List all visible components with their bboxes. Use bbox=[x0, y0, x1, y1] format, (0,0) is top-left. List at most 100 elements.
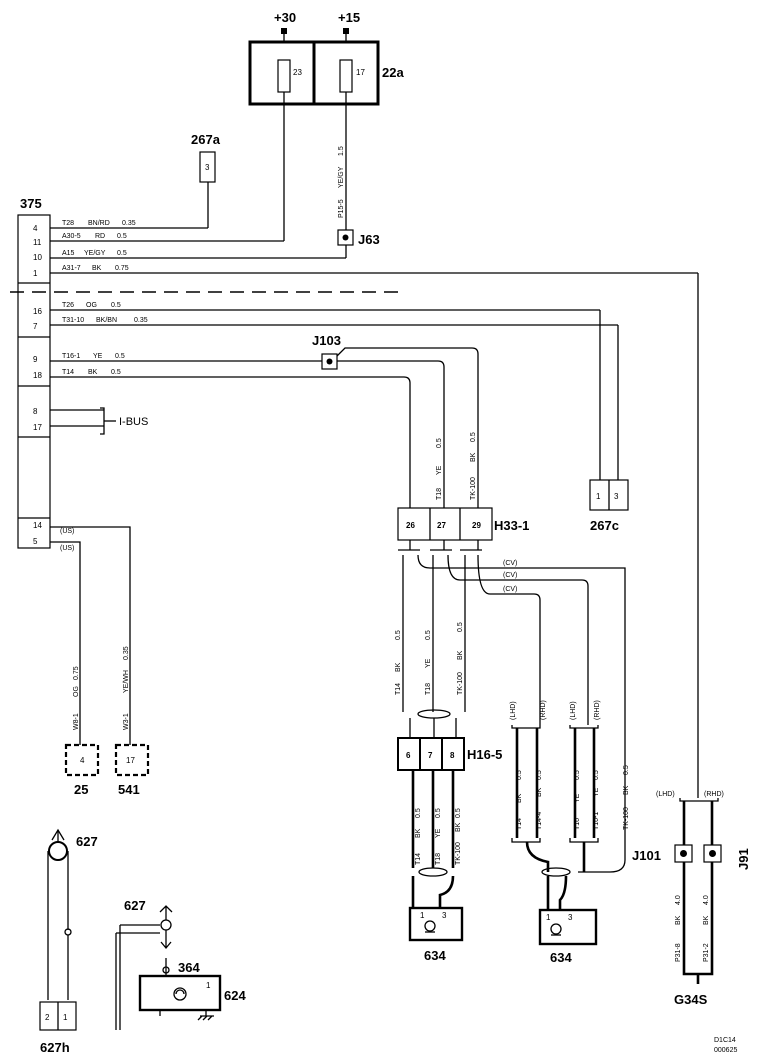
rhd-label-1: (RHD) bbox=[540, 700, 547, 720]
lhd-label-3: (LHD) bbox=[656, 791, 675, 798]
svg-text:0.5: 0.5 bbox=[455, 808, 462, 818]
wire-labels-25-541: W8-1 OG 0.75 W3-1 YE/WH 0.35 bbox=[73, 646, 130, 730]
component-25-pin: 4 bbox=[80, 756, 85, 765]
svg-text:0.5: 0.5 bbox=[111, 302, 121, 309]
svg-text:T31-10: T31-10 bbox=[62, 317, 84, 324]
svg-text:7: 7 bbox=[428, 751, 433, 760]
svg-text:YE: YE bbox=[574, 793, 581, 803]
svg-text:4.0: 4.0 bbox=[703, 895, 710, 905]
svg-text:BN/RD: BN/RD bbox=[88, 220, 110, 227]
svg-text:BK: BK bbox=[457, 650, 464, 660]
svg-text:0.5: 0.5 bbox=[436, 438, 443, 448]
svg-text:0.5: 0.5 bbox=[457, 622, 464, 632]
twisted-pair-marker-2 bbox=[418, 867, 448, 877]
svg-text:T16-1: T16-1 bbox=[593, 812, 600, 830]
cv-label-2: (CV) bbox=[503, 572, 517, 579]
svg-text:0.5: 0.5 bbox=[395, 630, 402, 640]
ecu-pins: 4 11 10 1 16 7 9 18 8 17 14 5 bbox=[33, 224, 42, 546]
svg-text:T14: T14 bbox=[395, 683, 402, 695]
svg-text:1: 1 bbox=[63, 1013, 68, 1022]
footer-code-1: D1C14 bbox=[714, 1037, 736, 1044]
svg-text:BK: BK bbox=[703, 915, 710, 925]
svg-text:BK: BK bbox=[455, 822, 462, 832]
svg-text:BK: BK bbox=[415, 828, 422, 838]
svg-text:3: 3 bbox=[614, 492, 619, 501]
svg-text:27: 27 bbox=[437, 521, 446, 530]
svg-text:5: 5 bbox=[33, 537, 38, 546]
wire-labels-top: T28 BN/RD 0.35 A30-5 RD 0.5 A15 YE/GY 0.… bbox=[62, 220, 136, 272]
svg-text:BK: BK bbox=[536, 787, 543, 797]
antenna-627b-label: 627 bbox=[124, 898, 146, 913]
svg-text:0.5: 0.5 bbox=[516, 770, 523, 780]
svg-text:0.5: 0.5 bbox=[117, 250, 127, 257]
svg-text:0.35: 0.35 bbox=[122, 220, 136, 227]
svg-text:8: 8 bbox=[33, 407, 38, 416]
svg-text:TK-100: TK-100 bbox=[623, 807, 630, 830]
splice-j103-label: J103 bbox=[312, 333, 341, 348]
wire-labels-h33-down: T14 BK 0.5 T18 YE 0.5 TK-100 BK 0.5 bbox=[395, 622, 464, 695]
svg-text:0.5: 0.5 bbox=[470, 432, 477, 442]
svg-text:YE/WH: YE/WH bbox=[123, 670, 130, 693]
fuse-23 bbox=[277, 59, 291, 93]
wire-labels-ground: P31-8 BK 4.0 P31-2 BK 4.0 bbox=[675, 895, 710, 962]
svg-text:T14: T14 bbox=[62, 369, 74, 376]
svg-text:17: 17 bbox=[33, 423, 42, 432]
svg-text:T14-4: T14-4 bbox=[536, 812, 543, 830]
svg-text:BK: BK bbox=[395, 662, 402, 672]
connector-h16-5: 6 7 8 bbox=[397, 737, 465, 771]
wire-labels-h33: T18 YE 0.5 TK-100 BK 0.5 bbox=[436, 432, 477, 500]
connector-h33-1-label: H33-1 bbox=[494, 518, 529, 533]
wire-p15-5-id: P15-5 bbox=[338, 199, 345, 218]
lhd-label-2: (LHD) bbox=[570, 701, 577, 720]
component-541 bbox=[114, 743, 150, 777]
twisted-pair-marker-3 bbox=[541, 867, 571, 877]
svg-text:BK: BK bbox=[88, 369, 98, 376]
svg-text:TK-100: TK-100 bbox=[470, 477, 477, 500]
svg-text:0.75: 0.75 bbox=[115, 265, 129, 272]
fuse-box-label: 22a bbox=[382, 65, 404, 80]
power-15-label: +15 bbox=[338, 10, 360, 25]
svg-text:1: 1 bbox=[596, 492, 601, 501]
svg-text:YE/GY: YE/GY bbox=[84, 250, 106, 257]
rhd-label-3: (RHD) bbox=[704, 791, 724, 798]
component-25 bbox=[64, 743, 100, 777]
conn-267a-label: 267a bbox=[191, 132, 221, 147]
svg-text:A15: A15 bbox=[62, 250, 75, 257]
antenna-627-label: 627 bbox=[76, 834, 98, 849]
svg-text:1: 1 bbox=[546, 913, 551, 922]
speaker-634-right: 1 3 bbox=[538, 908, 598, 946]
cv-label-1: (CV) bbox=[503, 560, 517, 567]
component-541-pin: 17 bbox=[126, 756, 135, 765]
splice-j101-label: J101 bbox=[632, 848, 661, 863]
svg-text:18: 18 bbox=[33, 371, 42, 380]
radio-ref-label: 364 bbox=[178, 960, 200, 975]
svg-text:W3-1: W3-1 bbox=[123, 713, 130, 730]
svg-text:TK-100: TK-100 bbox=[457, 672, 464, 695]
fuse-23-label: 23 bbox=[293, 68, 302, 77]
connector-h33-1: 26 27 29 bbox=[397, 507, 493, 541]
twisted-pair-marker-1 bbox=[417, 709, 451, 719]
rhd-label-2: (RHD) bbox=[594, 700, 601, 720]
svg-text:YE: YE bbox=[436, 465, 443, 475]
svg-text:7: 7 bbox=[33, 322, 38, 331]
svg-text:14: 14 bbox=[33, 521, 42, 530]
antenna-627 bbox=[47, 828, 72, 1000]
svg-text:8: 8 bbox=[450, 751, 455, 760]
svg-text:10: 10 bbox=[33, 253, 42, 262]
svg-text:1: 1 bbox=[206, 981, 211, 990]
ecu-375 bbox=[17, 214, 51, 549]
svg-text:0.5: 0.5 bbox=[115, 353, 125, 360]
svg-text:T14: T14 bbox=[415, 853, 422, 865]
lhd-label-1: (LHD) bbox=[510, 701, 517, 720]
svg-text:P31-2: P31-2 bbox=[703, 943, 710, 962]
svg-text:6: 6 bbox=[406, 751, 411, 760]
svg-text:BK: BK bbox=[470, 452, 477, 462]
svg-text:YE: YE bbox=[93, 353, 103, 360]
svg-text:0.5: 0.5 bbox=[111, 369, 121, 376]
svg-text:1: 1 bbox=[420, 911, 425, 920]
connector-627h: 2 1 bbox=[39, 1001, 77, 1031]
wire-p15-5-size: 1.5 bbox=[338, 146, 345, 156]
conn-267a-pin: 3 bbox=[205, 163, 210, 172]
svg-text:3: 3 bbox=[442, 911, 447, 920]
svg-text:A31-7: A31-7 bbox=[62, 265, 81, 272]
